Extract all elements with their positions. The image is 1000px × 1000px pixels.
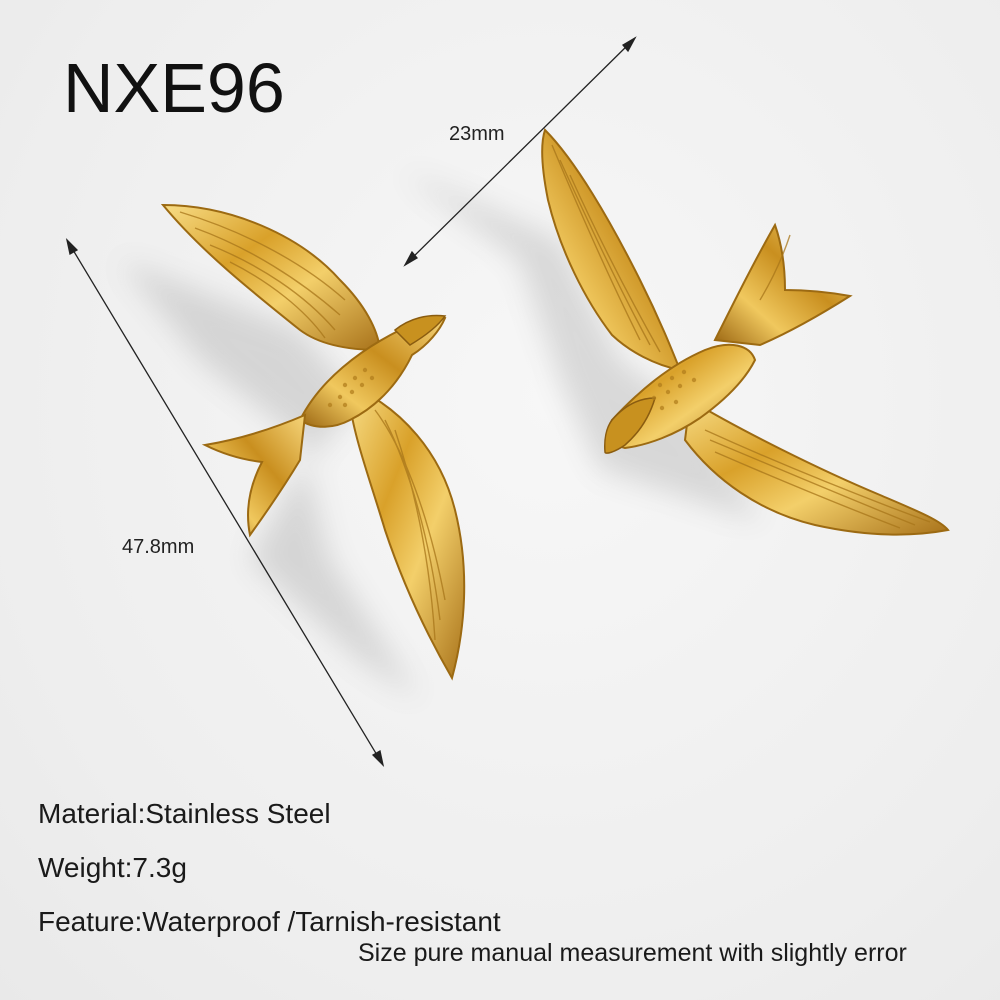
material-spec: Material:Stainless Steel — [38, 798, 331, 829]
width-dimension-label: 23mm — [449, 123, 505, 145]
swallow-earring-right — [541, 128, 950, 536]
feature-spec: Feature:Waterproof /Tarnish-resistant — [38, 906, 501, 937]
weight-spec: Weight:7.3g — [38, 852, 187, 883]
length-dimension-label: 47.8mm — [122, 536, 195, 558]
measurement-note: Size pure manual measurement with slight… — [358, 939, 907, 967]
swallow-earring-left — [160, 203, 466, 681]
dimension-line-47-8mm — [65, 237, 385, 768]
dimension-line-23mm — [403, 36, 637, 267]
product-code: NXE96 — [63, 49, 285, 127]
shadow-left — [120, 260, 420, 700]
